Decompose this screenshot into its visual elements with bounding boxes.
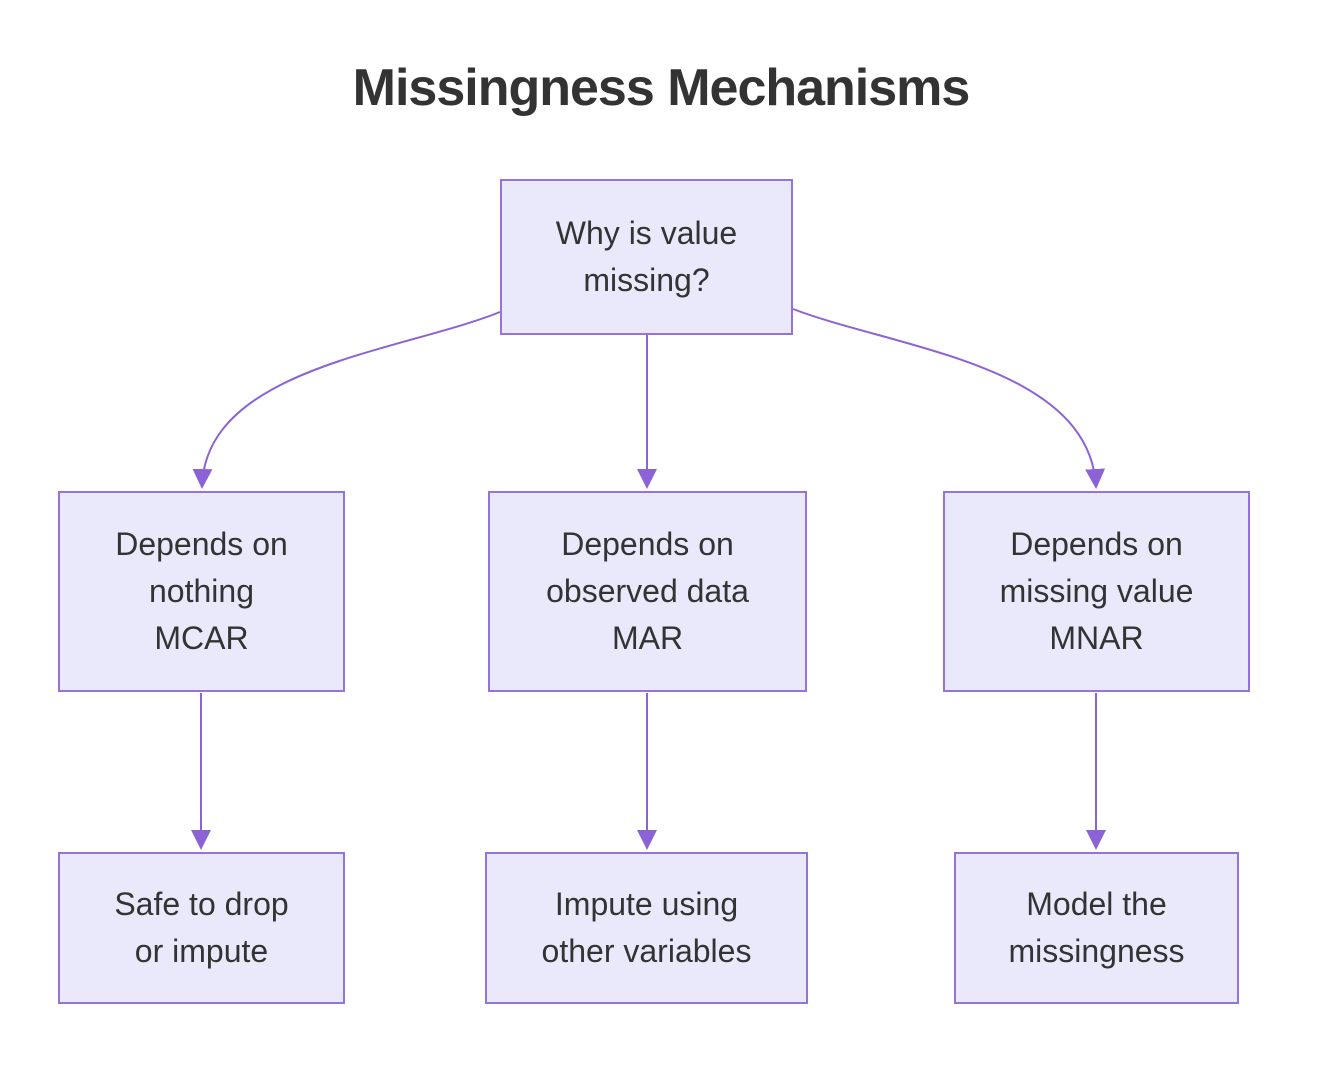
- node-text-line: missingness: [1008, 933, 1185, 969]
- node-text-line: MNAR: [1049, 620, 1144, 656]
- node-mnar: Depends on missing value MNAR: [943, 491, 1250, 692]
- node-text-line: MAR: [611, 620, 684, 656]
- node-text-line: observed data: [546, 573, 749, 609]
- node-text-line: Why is value: [555, 215, 738, 251]
- node-text-line: nothing: [149, 573, 254, 609]
- node-text-line: other variables: [541, 933, 752, 969]
- node-text-line: Model the: [1026, 886, 1167, 922]
- edge-root-to-mnar: [792, 308, 1106, 489]
- node-mar: Depends on observed data MAR: [488, 491, 807, 692]
- node-text-line: MCAR: [154, 620, 249, 656]
- diagram-title: Missingness Mechanisms: [352, 59, 971, 117]
- node-model-the-missingness: Model the missingness: [954, 852, 1239, 1004]
- node-text-line: Depends on: [115, 526, 288, 562]
- node-mcar: Depends on nothing MCAR: [58, 491, 345, 692]
- node-text-line: Depends on: [1010, 526, 1183, 562]
- node-impute-using-other-variables: Impute using other variables: [485, 852, 808, 1004]
- node-text-line: Impute using: [554, 886, 739, 922]
- node-text-line: Depends on: [561, 526, 734, 562]
- node-text-line: Safe to drop: [114, 886, 289, 922]
- node-why-is-value-missing: Why is value missing?: [500, 179, 793, 335]
- node-text-line: missing?: [583, 262, 710, 298]
- node-text-line: or impute: [134, 933, 269, 969]
- node-text-line: missing value: [999, 573, 1194, 609]
- edge-root-to-mcar: [192, 311, 501, 489]
- node-safe-to-drop-or-impute: Safe to drop or impute: [58, 852, 345, 1004]
